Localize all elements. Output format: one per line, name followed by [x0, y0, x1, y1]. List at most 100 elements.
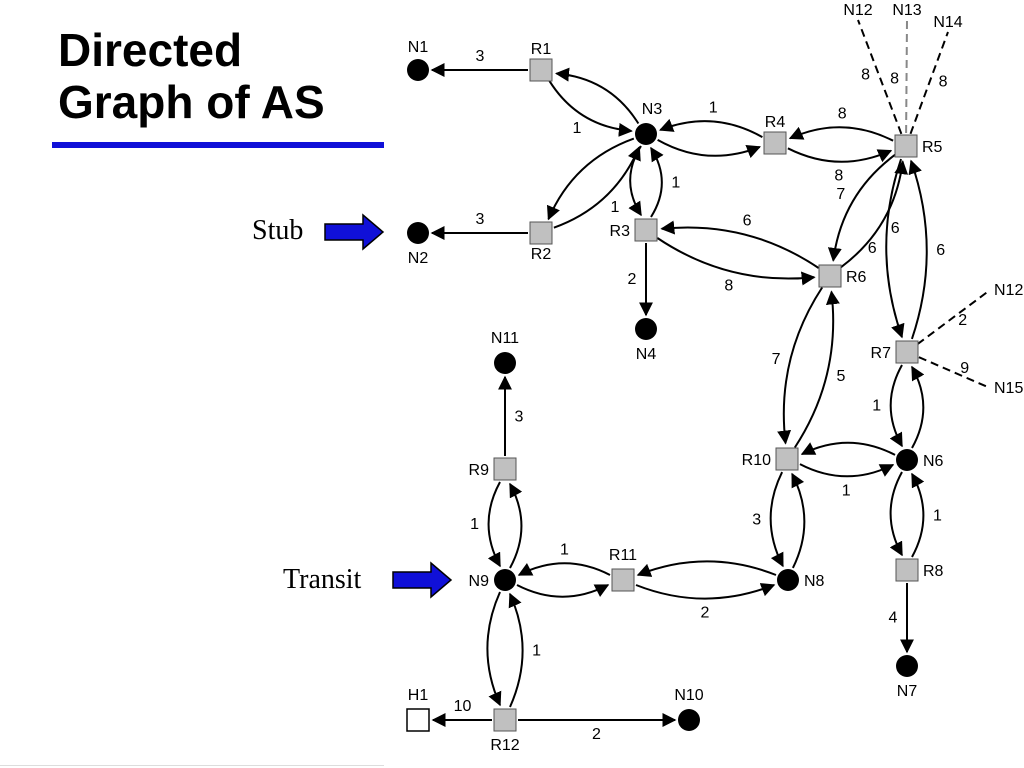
edge-R6-to-R3 [660, 220, 820, 269]
edge-N6-to-R10 [800, 441, 896, 456]
edge-N3-to-R2 [547, 137, 635, 221]
edge-R10-to-N6 [799, 463, 895, 478]
edge-N9-to-R12 [486, 591, 502, 707]
router-node-R9 [493, 457, 517, 481]
external-cost-label: 8 [861, 67, 870, 84]
node-label-R6: R6 [846, 269, 867, 286]
edge-cost-R12-N9: 1 [532, 643, 541, 660]
edge-R5-to-R6 [827, 153, 896, 262]
transit-pointer-arrow-icon [392, 561, 453, 599]
router-node-R8 [895, 558, 919, 582]
slide-title: Directed Graph of AS [58, 24, 388, 136]
network-node-N6 [896, 449, 918, 471]
edge-cost-R11-N8: 2 [701, 605, 710, 622]
network-node-N1 [407, 59, 429, 81]
title-underline [52, 142, 384, 148]
edge-cost-R8-N6: 1 [933, 508, 942, 525]
node-label-N7: N7 [897, 683, 918, 700]
edge-cost-R10-R6: 5 [836, 368, 845, 385]
edge-R5-to-R4 [788, 126, 894, 142]
edge-cost-R5-R6: 7 [836, 186, 845, 203]
edge-R6-to-R5 [840, 160, 909, 269]
external-cost-label: 8 [939, 73, 948, 90]
edge-cost-R9-N11: 3 [515, 409, 524, 426]
edge-cost-R10-N8: 3 [752, 511, 761, 528]
external-node-label: N12 [994, 282, 1023, 299]
edge-R6-to-R10 [777, 286, 823, 445]
router-node-R4 [763, 131, 787, 155]
edge-cost-R6-R10: 7 [772, 351, 781, 368]
router-node-R3 [634, 218, 658, 242]
node-label-N1: N1 [408, 39, 429, 56]
edge-N3-to-R3 [628, 145, 642, 217]
stub-pointer-arrow-icon [324, 213, 385, 251]
slide-title-line-2: Graph of AS [58, 76, 325, 128]
edge-R9-to-N9 [487, 481, 501, 568]
edge-R10-to-N8 [769, 471, 784, 568]
edge-R4-to-R5 [787, 147, 893, 163]
node-label-R1: R1 [531, 41, 552, 58]
external-link-N15-R7 [906, 351, 991, 389]
edge-R7-to-N6 [889, 364, 903, 448]
edge-R3-to-N3 [650, 146, 664, 218]
external-node-label: N13 [892, 2, 921, 19]
edge-R4-to-N3 [659, 118, 763, 138]
external-node-label: N12 [843, 2, 872, 19]
node-label-R11: R11 [609, 547, 637, 564]
node-label-N11: N11 [491, 330, 519, 347]
edge-N9-to-R11 [516, 584, 610, 598]
edge-cost-R1-N1: 3 [476, 48, 485, 65]
node-label-R3: R3 [610, 223, 631, 240]
edge-cost-R3-N4: 2 [628, 271, 637, 288]
edge-cost-R7-N6: 1 [872, 398, 881, 415]
edge-cost-R4-N3: 1 [709, 99, 718, 116]
network-node-N4 [635, 318, 657, 340]
edge-cost-R12-N10: 2 [592, 726, 601, 743]
router-node-R7 [895, 340, 919, 364]
edge-N6-to-R8 [889, 471, 903, 557]
network-node-N2 [407, 222, 429, 244]
network-node-N9 [494, 569, 516, 591]
host-node-H1 [406, 708, 430, 732]
router-node-R10 [775, 447, 799, 471]
network-node-N7 [896, 655, 918, 677]
transit-label: Transit [283, 564, 362, 595]
node-label-N4: N4 [636, 346, 657, 363]
stub-label: Stub [252, 215, 304, 246]
slide-title-line-1: Directed [58, 24, 243, 76]
node-label-R2: R2 [531, 246, 552, 263]
node-label-R12: R12 [490, 737, 519, 754]
edge-cost-R10-N6: 1 [842, 482, 851, 499]
edge-cost-R5-R7: 6 [868, 240, 877, 257]
external-link-N12-R7 [906, 289, 991, 353]
node-label-H1: H1 [408, 687, 429, 704]
node-label-R4: R4 [765, 114, 786, 131]
edge-R11-to-N9 [517, 562, 611, 576]
external-node-label: N15 [994, 380, 1023, 397]
external-cost-label: 8 [890, 71, 899, 88]
node-label-N8: N8 [804, 573, 825, 590]
router-node-R12 [493, 708, 517, 732]
edge-R10-to-R6 [794, 290, 840, 449]
edge-N9-to-R9 [509, 482, 523, 569]
edge-N6-to-R7 [911, 365, 925, 449]
router-node-R11 [611, 568, 635, 592]
node-label-N6: N6 [923, 453, 944, 470]
edge-cost-R3-N3: 1 [671, 175, 680, 192]
external-link-N12-R5 [857, 19, 907, 147]
edge-cost-R2-N2: 3 [476, 211, 485, 228]
router-node-R6 [818, 264, 842, 288]
node-label-R9: R9 [469, 462, 490, 479]
node-label-R8: R8 [923, 563, 944, 580]
bottom-divider [0, 765, 384, 766]
node-label-N3: N3 [642, 101, 663, 118]
edge-cost-R12-H1: 10 [454, 698, 472, 715]
edge-R12-to-N9 [508, 592, 524, 708]
network-node-N8 [777, 569, 799, 591]
node-label-R10: R10 [742, 452, 771, 469]
edge-cost-R11-N9: 1 [560, 541, 569, 558]
node-label-N9: N9 [469, 573, 490, 590]
node-label-N10: N10 [674, 687, 703, 704]
external-cost-label: 9 [960, 360, 969, 377]
node-label-N2: N2 [408, 250, 429, 267]
